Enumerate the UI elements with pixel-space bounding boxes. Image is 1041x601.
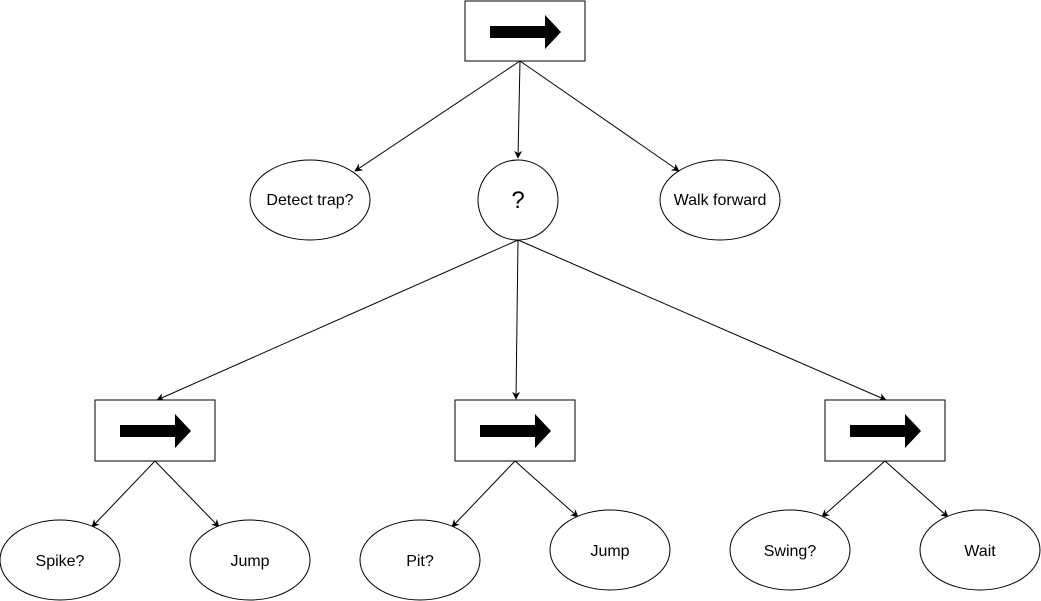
swing-condition-node: Swing?: [729, 509, 851, 591]
walk-forward-label: Walk forward: [674, 192, 767, 209]
swing-condition-label: Swing?: [764, 543, 817, 560]
jump-action-node-2: Jump: [549, 509, 671, 591]
edge-root-walk-forward: [519, 60, 680, 172]
jump-action-label-1: Jump: [230, 553, 269, 570]
wait-action-label: Wait: [964, 543, 996, 560]
right-arrow-icon: [850, 414, 921, 448]
edge-seq1-spike: [91, 460, 156, 528]
right-arrow-icon: [480, 414, 551, 448]
right-arrow-icon: [490, 15, 561, 49]
spike-condition-label: Spike?: [36, 553, 85, 570]
sequence-node-swing: [824, 399, 946, 462]
edge-seq2-pit: [451, 460, 516, 528]
pit-condition-label: Pit?: [406, 553, 434, 570]
root-sequence-node: [464, 0, 586, 62]
sequence-node-spike: [94, 399, 216, 462]
pit-condition-node: Pit?: [359, 519, 481, 601]
right-arrow-icon: [120, 414, 191, 448]
edge-seq1-jump: [154, 460, 220, 528]
edge-root-detect-trap: [354, 60, 521, 172]
edge-selector-seq2: [512, 239, 521, 400]
selector-label: ?: [511, 187, 524, 214]
detect-trap-node: Detect trap?: [249, 159, 371, 241]
edge-seq3-swing: [821, 460, 886, 518]
edges: [91, 60, 949, 528]
spike-condition-node: Spike?: [0, 519, 121, 601]
sequence-node-pit: [454, 399, 576, 462]
edge-seq2-jump: [514, 460, 579, 518]
edge-seq3-wait: [884, 460, 949, 518]
jump-action-label-2: Jump: [590, 543, 629, 560]
selector-node: ?: [477, 159, 559, 241]
detect-trap-label: Detect trap?: [266, 192, 353, 209]
wait-action-node: Wait: [919, 509, 1041, 591]
edge-root-selector: [514, 60, 523, 159]
edge-selector-seq3: [517, 239, 887, 401]
walk-forward-node: Walk forward: [659, 159, 781, 241]
jump-action-node-1: Jump: [189, 519, 311, 601]
edge-selector-seq1: [156, 239, 519, 401]
